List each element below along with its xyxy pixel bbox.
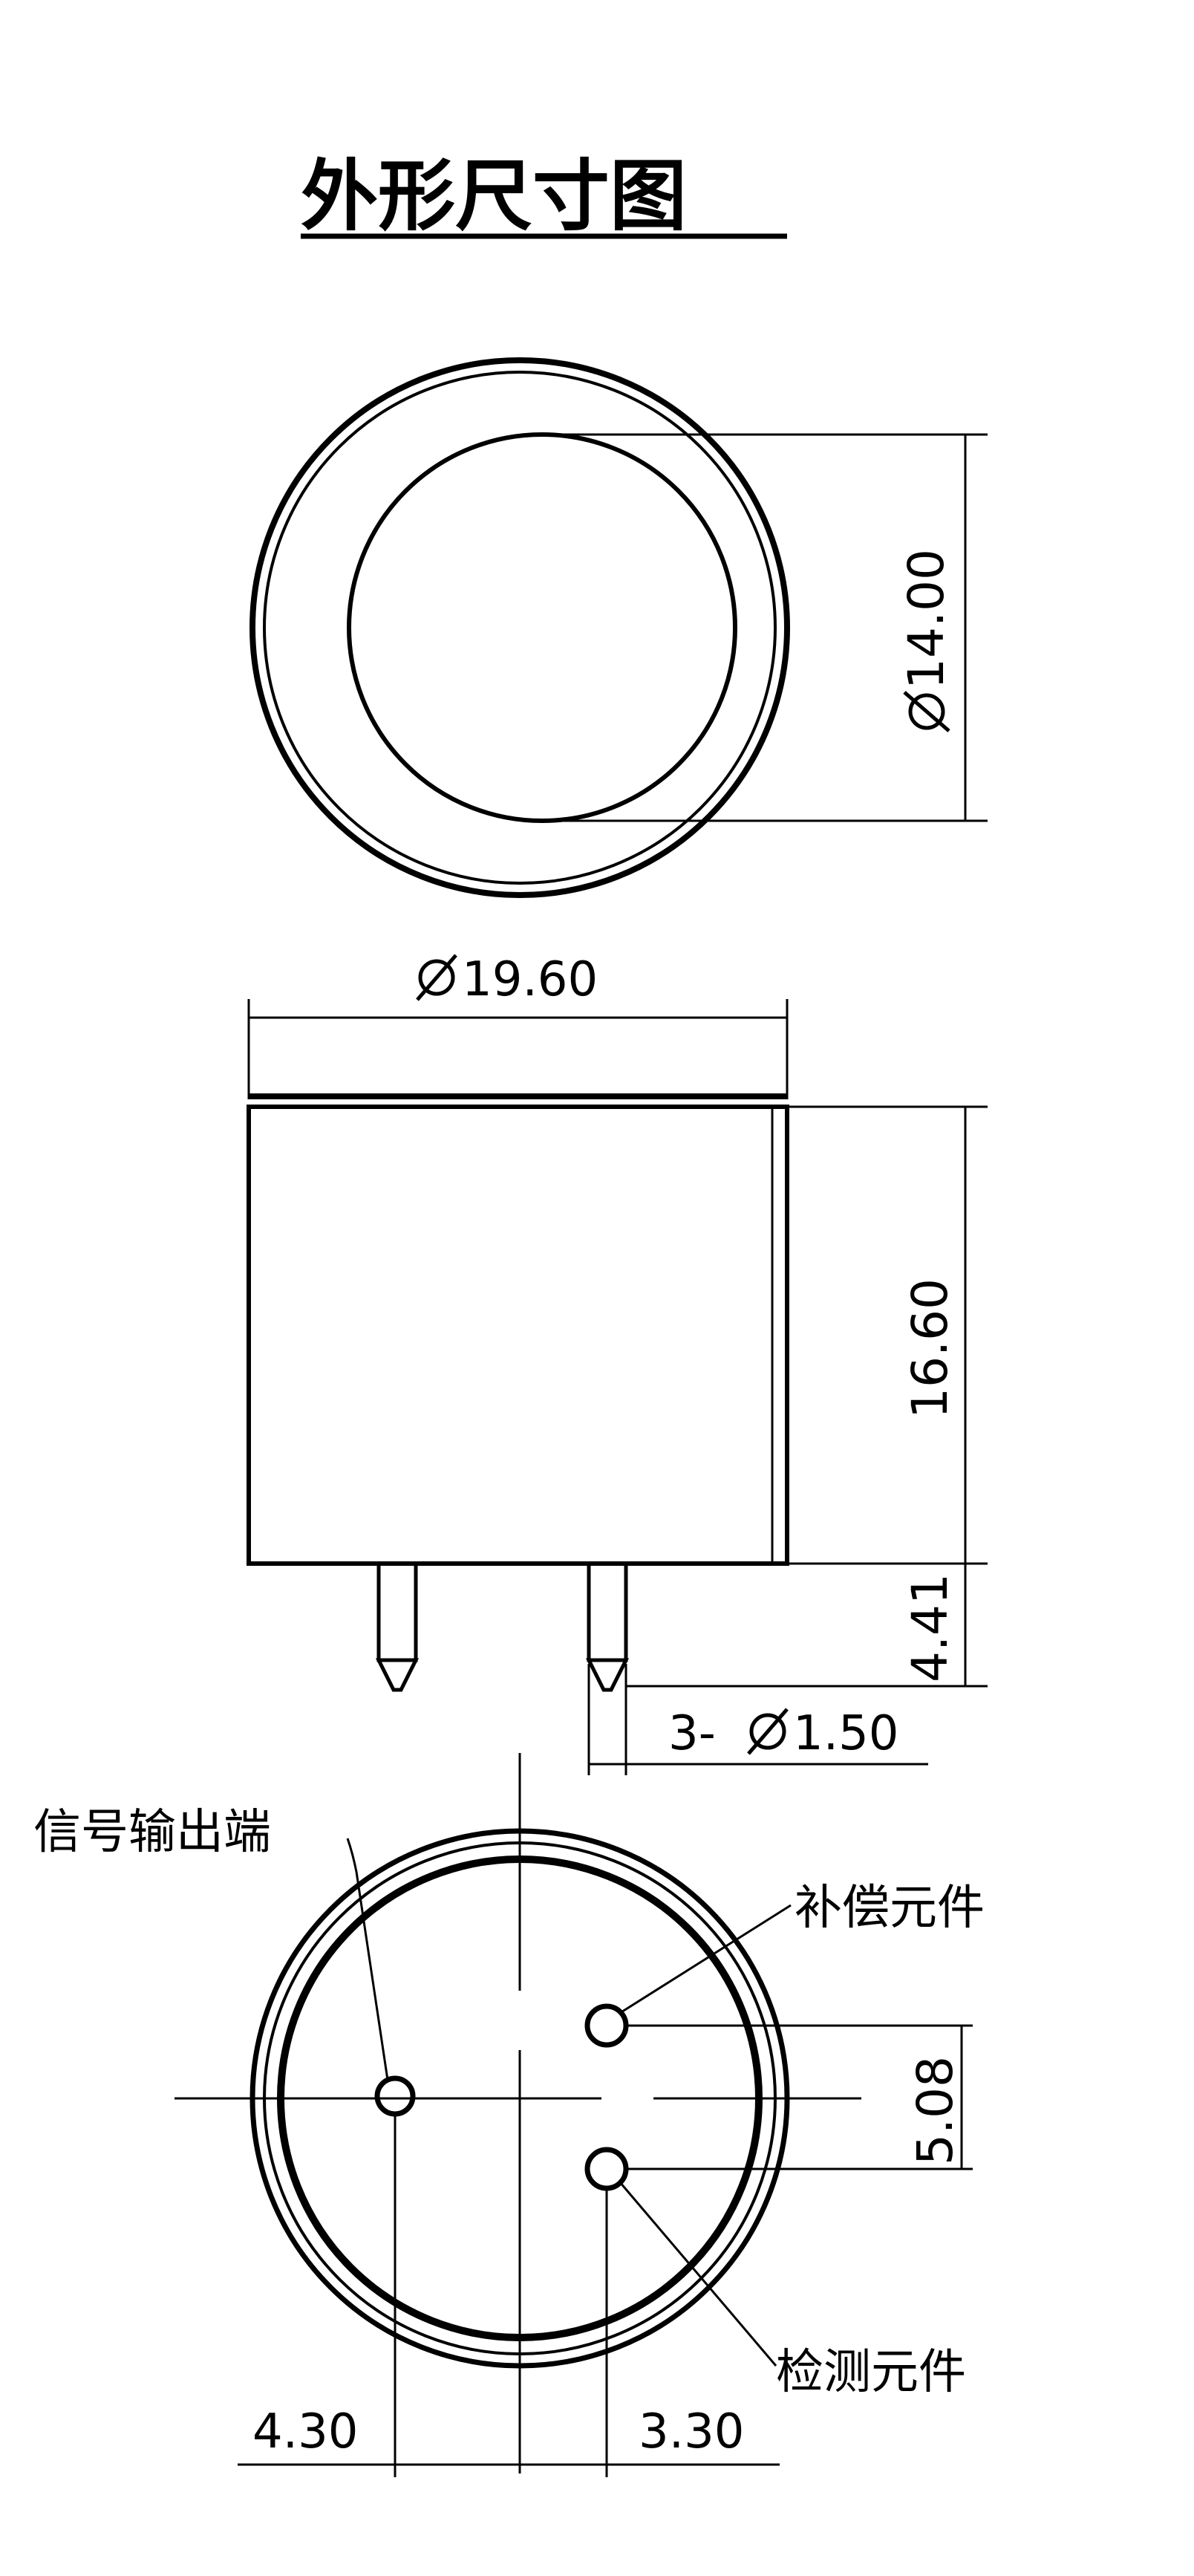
inner-diameter-label: 14.00 xyxy=(898,549,955,732)
signal-output-pin xyxy=(374,2075,416,2117)
side-view: 19.60 16.60 4.41 3- xyxy=(247,952,988,1775)
outer-diameter-value: 19.60 xyxy=(462,952,598,1007)
pin-right xyxy=(585,1561,630,1692)
pin-diameter-value: 1.50 xyxy=(793,1706,899,1761)
height-value: 16.60 xyxy=(901,1278,959,1419)
compensation-pin xyxy=(584,2003,629,2048)
sensor-body xyxy=(247,1105,789,1566)
diameter-icon xyxy=(903,691,950,732)
inner-diameter-value: 14.00 xyxy=(898,549,955,689)
drawing-title: 外形尺寸图 xyxy=(301,151,687,241)
compensation-label: 补偿元件 xyxy=(795,1881,985,1936)
compensation-leader xyxy=(619,1904,792,2014)
diameter-icon xyxy=(416,954,457,1001)
pin-diameter-label: 3- 1.50 xyxy=(668,1706,899,1761)
outer-diameter-label: 19.60 xyxy=(416,952,598,1007)
detection-leader xyxy=(619,2182,777,2367)
top-view: 14.00 xyxy=(249,357,988,898)
top-outer-circle-inner-edge xyxy=(263,371,777,885)
right-offset-value: 3.30 xyxy=(639,2404,745,2459)
pin-left xyxy=(375,1561,420,1692)
signal-output-leader xyxy=(346,1838,389,2081)
detection-label: 检测元件 xyxy=(776,2345,966,2400)
signal-output-label: 信号输出端 xyxy=(33,1805,271,1860)
left-offset-value: 4.30 xyxy=(252,2404,359,2459)
top-inner-circle xyxy=(347,432,737,823)
diameter-icon xyxy=(747,1708,789,1755)
top-outer-circle xyxy=(249,357,790,898)
bottom-view: 5.08 4.30 3.30 信号输出端 补偿元件 检测元件 xyxy=(33,1753,985,2477)
pin-length-value: 4.41 xyxy=(901,1573,959,1682)
pitch-value: 5.08 xyxy=(907,2056,964,2165)
pin-count-value: 3- xyxy=(668,1706,716,1761)
